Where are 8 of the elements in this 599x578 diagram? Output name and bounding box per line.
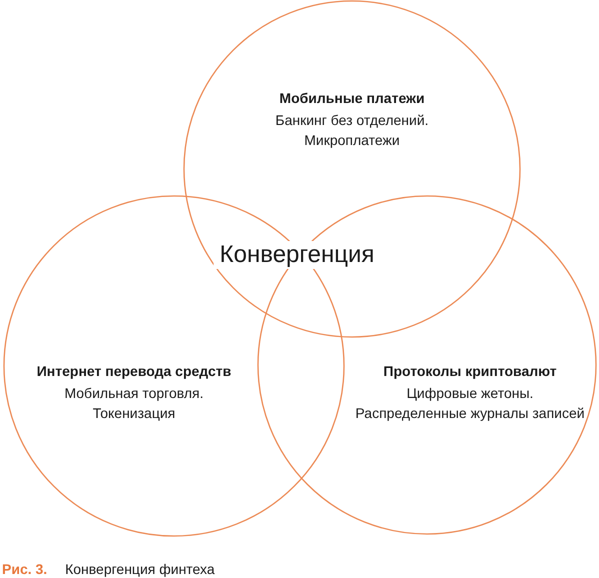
circle-text: Банкинг без отделений. Микроплатежи (274, 111, 430, 150)
venn-circle (183, 0, 521, 338)
figure-caption: Рис. 3. Конвергенция финтеха (2, 561, 215, 577)
circle-text: Цифровые жетоны. Распределенные журналы записей (354, 384, 586, 423)
circle-heading: Протоколы криптовалют (383, 362, 557, 381)
circle-heading: Интернет перевода средств (36, 362, 232, 381)
circle-text: Мобильная торговля. Токенизация (63, 384, 205, 423)
circle-heading: Мобильные платежи (279, 89, 425, 108)
